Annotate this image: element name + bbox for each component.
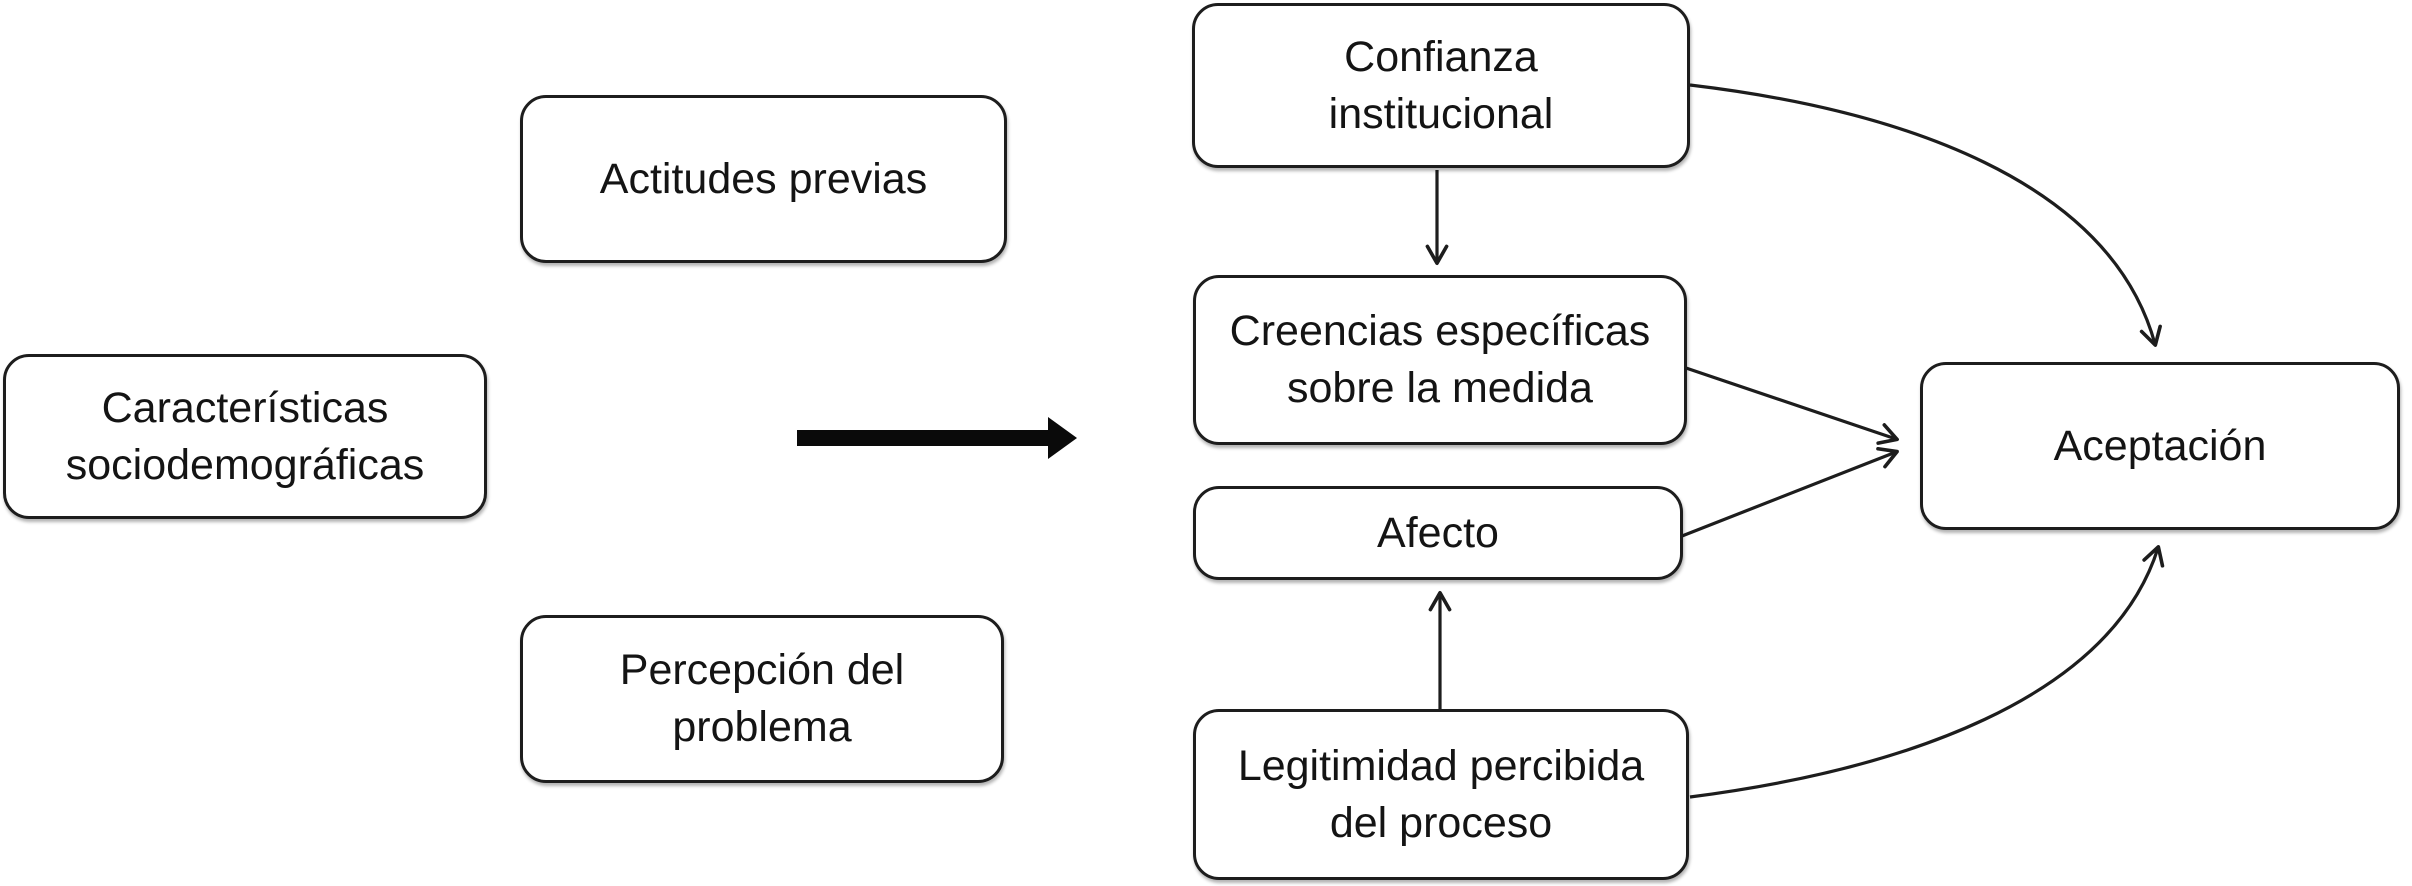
node-label: sociodemográficas — [65, 440, 425, 489]
node-label: Aceptación — [2053, 421, 2267, 470]
node-legitimidad-percibida: Legitimidad percibida del proceso — [1193, 709, 1689, 880]
edge-legitimidad-aceptacion — [1689, 545, 2165, 799]
node-creencias-especificas: Creencias específicas sobre la medida — [1193, 275, 1687, 445]
node-aceptacion: Aceptación — [1920, 362, 2400, 530]
node-label: Actitudes previas — [599, 154, 928, 203]
node-percepcion-del-problema: Percepción del problema — [520, 615, 1004, 783]
node-label: Legitimidad percibida — [1237, 741, 1645, 790]
node-label: Percepción del — [619, 646, 905, 695]
node-afecto: Afecto — [1193, 486, 1683, 580]
node-label: Afecto — [1377, 508, 1499, 557]
edge-confianza-aceptacion — [1689, 83, 2162, 347]
edge-afecto-aceptacion — [1681, 446, 1899, 538]
moderation-thick-arrow — [797, 417, 1077, 459]
node-label: Creencias específicas — [1229, 307, 1651, 356]
node-confianza-institucional: Confianza institucional — [1192, 3, 1690, 168]
node-label: problema — [672, 703, 852, 751]
node-actitudes-previas: Actitudes previas — [520, 95, 1007, 263]
node-label: institucional — [1328, 89, 1554, 138]
edge-creencias-aceptacion — [1685, 366, 1899, 445]
node-caracteristicas-sociodemograficas: Características sociodemográficas — [3, 354, 487, 519]
node-label: Características — [101, 383, 389, 432]
node-label: sobre la medida — [1287, 364, 1593, 412]
node-label: del proceso — [1329, 798, 1553, 847]
node-label: Confianza — [1344, 32, 1538, 81]
